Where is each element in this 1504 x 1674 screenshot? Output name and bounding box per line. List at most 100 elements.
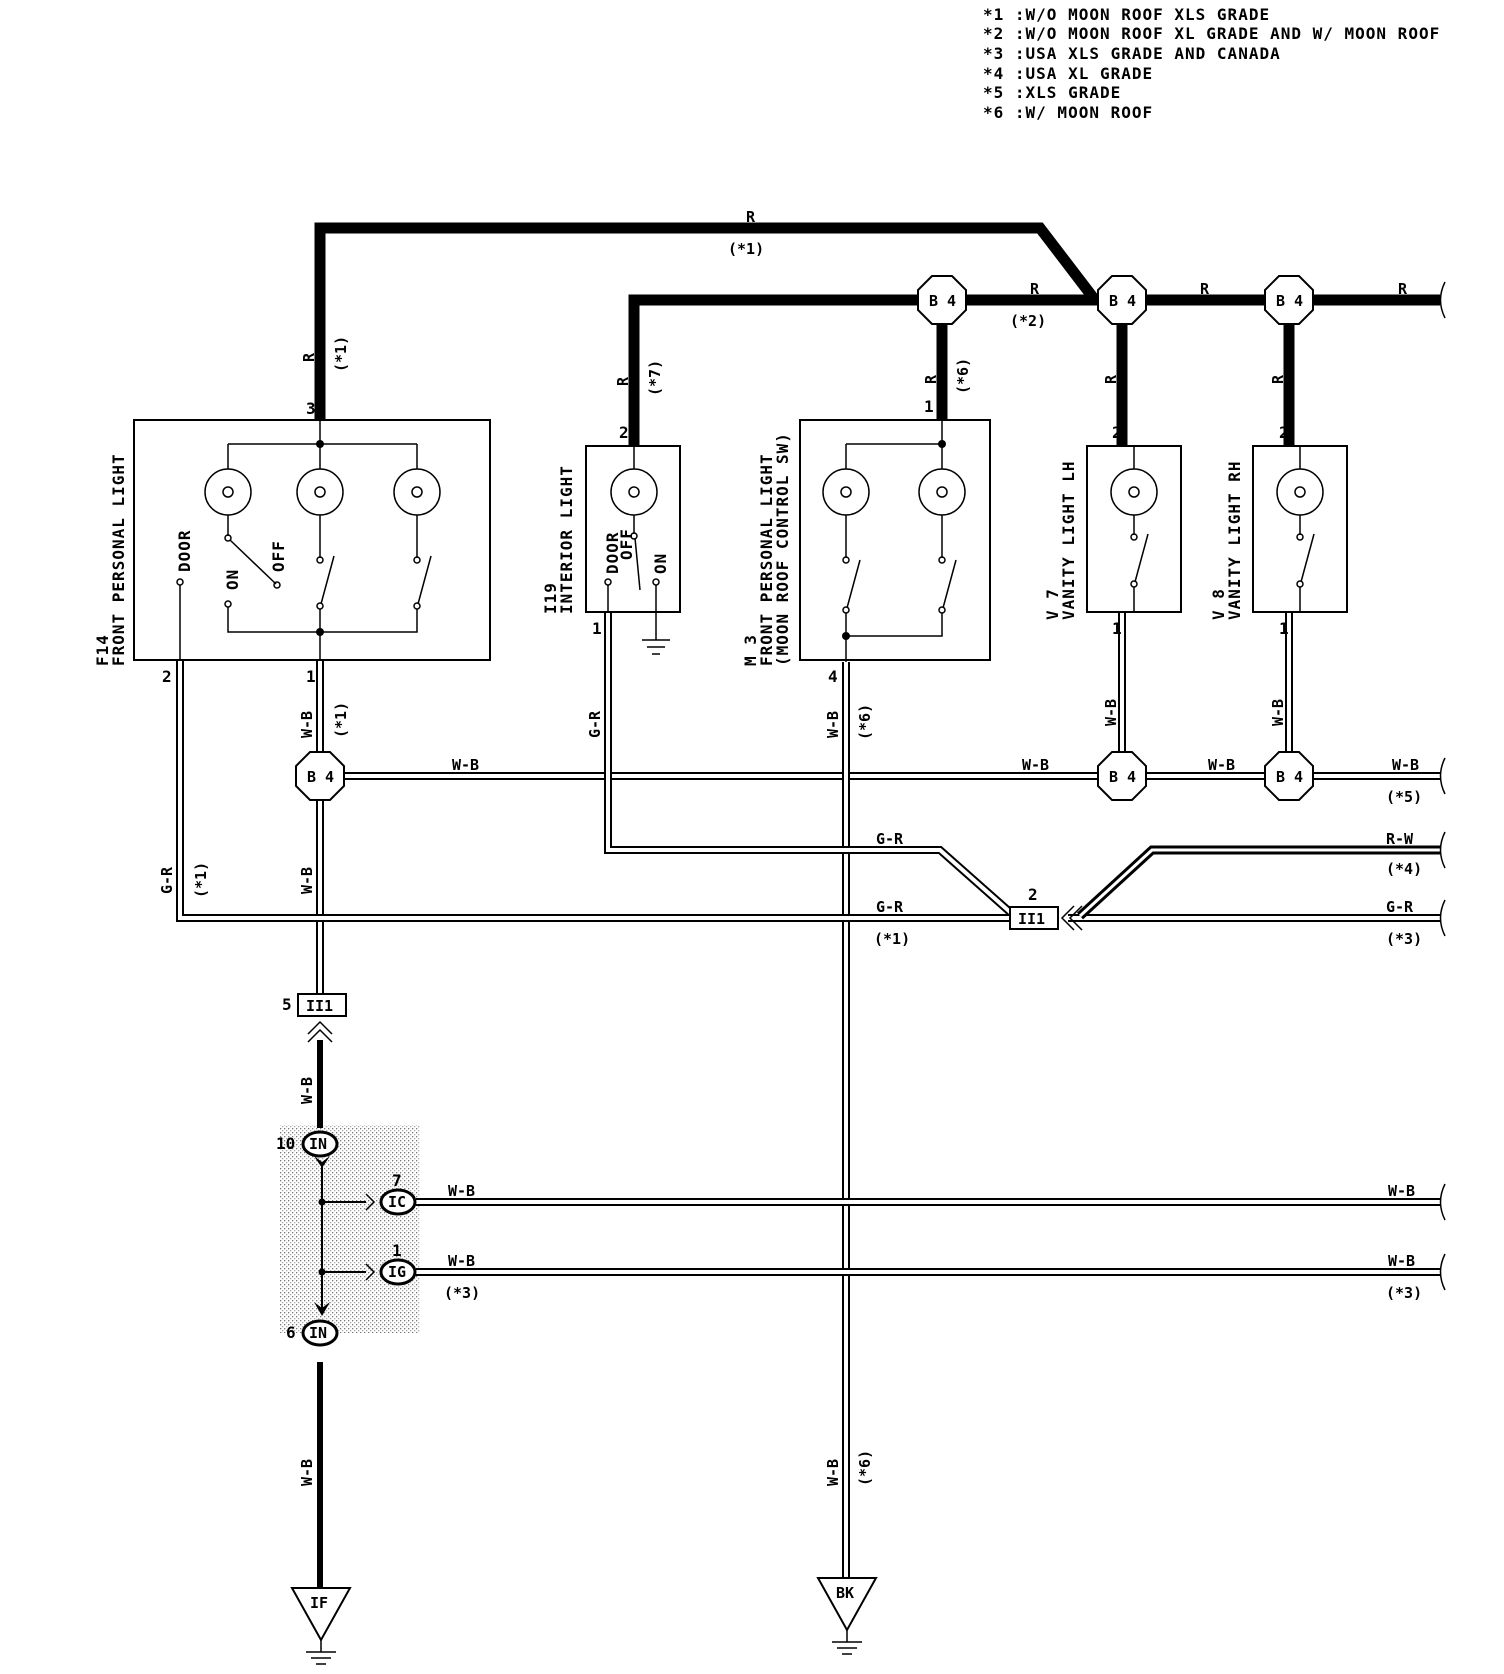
- m3-code: M 3: [741, 634, 760, 666]
- i19-pin-2: 2: [619, 423, 629, 442]
- in-pin-10: 10: [276, 1134, 295, 1153]
- svg-text:IC: IC: [388, 1193, 406, 1211]
- notes-legend: *1 :W/O MOON ROOF XLS GRADE *2 :W/O MOON…: [983, 5, 1439, 122]
- svg-text:R: R: [614, 376, 632, 386]
- m3-pin-4: 4: [828, 667, 838, 686]
- svg-text:B 4: B 4: [929, 292, 956, 310]
- v7-pin-2: 2: [1112, 423, 1122, 442]
- f14-door-label: DOOR: [175, 529, 194, 572]
- in-pin-6: 6: [286, 1323, 296, 1342]
- svg-text:R: R: [1200, 280, 1210, 298]
- junction-b4-top2: B 4: [1097, 275, 1147, 325]
- svg-text:(*6): (*6): [856, 1450, 874, 1486]
- connector-ii1-left: II1 5: [282, 993, 347, 1043]
- f14-code: F14: [93, 634, 112, 666]
- v8-pin-2: 2: [1279, 423, 1289, 442]
- svg-text:II1: II1: [1018, 910, 1045, 928]
- connector-ic: IC 7: [365, 1171, 417, 1216]
- gr-wire-network: [176, 612, 1440, 922]
- svg-text:R: R: [1102, 374, 1120, 384]
- svg-text:W-B: W-B: [298, 1077, 316, 1104]
- svg-text:(*1): (*1): [192, 862, 210, 898]
- note-4: *4 :USA XL GRADE: [983, 64, 1153, 83]
- i19-pin-1: 1: [592, 619, 602, 638]
- svg-text:W-B: W-B: [298, 1459, 316, 1486]
- i19-door-label: DOOR: [603, 531, 622, 574]
- wb-wire-network: [316, 612, 1440, 1578]
- svg-text:(*6): (*6): [856, 704, 874, 740]
- svg-text:W-B: W-B: [298, 711, 316, 738]
- svg-text:R-W: R-W: [1386, 830, 1414, 848]
- svg-text:G-R: G-R: [1386, 898, 1414, 916]
- component-i19: DOOR OFF ON 2 1 I19 INTERIOR LIGHT: [541, 423, 681, 655]
- svg-text:BK: BK: [836, 1584, 854, 1602]
- i19-name: INTERIOR LIGHT: [557, 465, 576, 614]
- svg-text:(*1): (*1): [332, 336, 350, 372]
- svg-text:W-B: W-B: [1388, 1182, 1415, 1200]
- f14-off-label: OFF: [269, 540, 288, 572]
- ig-pin-1: 1: [392, 1241, 402, 1260]
- svg-text:B 4: B 4: [1109, 768, 1136, 786]
- component-f14: DOOR ON OFF 3 2 1 F14 FRONT PERSONAL LIG…: [93, 399, 491, 686]
- svg-text:(*2): (*2): [1010, 312, 1046, 330]
- junction-b4-mid1: B 4: [295, 751, 345, 801]
- v8-name: VANITY LIGHT RH: [1225, 461, 1244, 621]
- connector-in-bottom: IN 6: [286, 1319, 339, 1347]
- shaded-area: [280, 1125, 420, 1333]
- connector-ii1-right: II1 2: [1009, 885, 1083, 931]
- component-v7: 2 1 V 7 VANITY LIGHT LH: [1043, 423, 1182, 638]
- svg-text:(*7): (*7): [646, 360, 664, 396]
- svg-text:R: R: [746, 208, 756, 226]
- svg-text:R: R: [1398, 280, 1408, 298]
- junction-b4-mid2: B 4: [1097, 751, 1147, 801]
- svg-text:B 4: B 4: [1276, 768, 1303, 786]
- svg-text:W-B: W-B: [1102, 699, 1120, 726]
- r-wire-network: [314, 222, 1440, 446]
- note-3: *3 :USA XLS GRADE AND CANADA: [983, 44, 1281, 63]
- svg-text:W-B: W-B: [1388, 1252, 1415, 1270]
- svg-text:(*6): (*6): [954, 358, 972, 394]
- i19-on-label: ON: [651, 553, 670, 574]
- connector-ig: IG 1: [365, 1241, 417, 1286]
- v8-code: V 8: [1209, 588, 1228, 620]
- svg-text:(*1): (*1): [728, 240, 764, 258]
- svg-text:IG: IG: [388, 1263, 406, 1281]
- ground-bk: BK: [816, 1577, 878, 1655]
- svg-text:IF: IF: [310, 1594, 328, 1612]
- svg-text:W-B: W-B: [1392, 756, 1419, 774]
- note-6: *6 :W/ MOON ROOF: [983, 103, 1153, 122]
- svg-text:G-R: G-R: [876, 830, 904, 848]
- svg-text:R: R: [1030, 280, 1040, 298]
- m3-pin-1: 1: [924, 397, 934, 416]
- f14-name: FRONT PERSONAL LIGHT: [109, 453, 128, 666]
- svg-text:W-B: W-B: [824, 711, 842, 738]
- svg-text:R: R: [1269, 374, 1287, 384]
- v7-code: V 7: [1043, 588, 1062, 620]
- svg-text:W-B: W-B: [824, 1459, 842, 1486]
- svg-text:(*3): (*3): [1386, 930, 1422, 948]
- wire-labels: R (*1) R (*2) R R R (*1) R (*7) R (*6) R…: [158, 208, 1422, 1486]
- i19-off-label: OFF: [617, 528, 636, 560]
- ic-pin-7: 7: [392, 1171, 402, 1190]
- f14-on-label: ON: [223, 569, 242, 590]
- junction-b4-top3: B 4: [1264, 275, 1314, 325]
- svg-text:W-B: W-B: [448, 1252, 475, 1270]
- component-m3: 1 4 M 3 FRONT PERSONAL LIGHT (MOON ROOF …: [741, 397, 991, 686]
- connector-in-top: IN 10: [276, 1130, 339, 1158]
- ii1-pin-5: 5: [282, 995, 292, 1014]
- svg-text:G-R: G-R: [876, 898, 904, 916]
- note-5: *5 :XLS GRADE: [983, 83, 1121, 102]
- v8-pin-1: 1: [1279, 619, 1289, 638]
- svg-text:R: R: [300, 352, 318, 362]
- note-1: *1 :W/O MOON ROOF XLS GRADE: [983, 5, 1270, 24]
- in-wire: [314, 1040, 366, 1588]
- svg-text:(*1): (*1): [332, 702, 350, 738]
- svg-text:G-R: G-R: [158, 866, 176, 894]
- f14-pin-3: 3: [306, 399, 316, 418]
- svg-text:W-B: W-B: [1269, 699, 1287, 726]
- m3-name-2: (MOON ROOF CONTROL SW): [773, 432, 792, 666]
- svg-text:(*3): (*3): [444, 1284, 480, 1302]
- junction-b4-mid3: B 4: [1264, 751, 1314, 801]
- svg-text:W-B: W-B: [452, 756, 479, 774]
